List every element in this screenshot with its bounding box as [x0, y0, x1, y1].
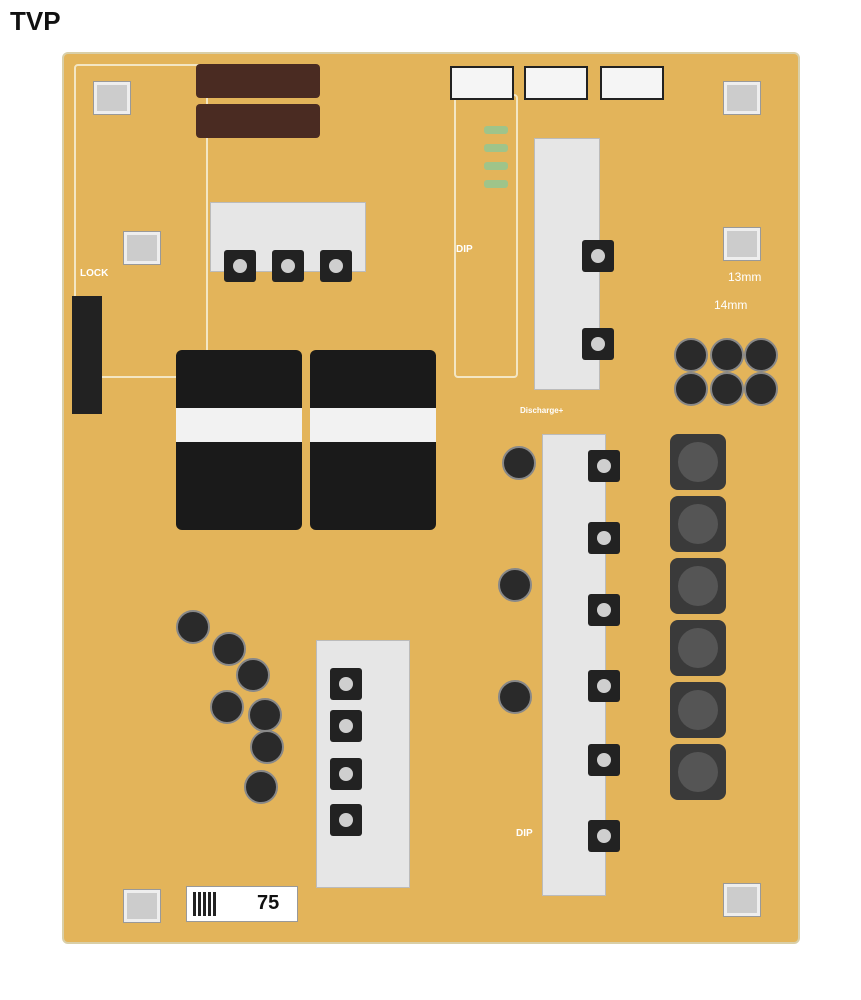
capacitor: [210, 690, 244, 724]
transistor: [588, 670, 620, 702]
inductor: [670, 434, 726, 490]
qr-code: [193, 892, 217, 916]
mounting-hole: [124, 890, 160, 922]
transistor: [330, 710, 362, 742]
silkscreen-discharge: Discharge+: [520, 406, 564, 415]
watermark-logo: TVP: [10, 6, 61, 36]
transistor: [582, 240, 614, 272]
silkscreen-14mm: 14mm: [714, 298, 748, 312]
capacitor: [244, 770, 278, 804]
transformer: [176, 350, 302, 530]
film-capacitor: [196, 64, 320, 98]
capacitor: [674, 338, 708, 372]
transistor: [330, 668, 362, 700]
transistor: [582, 328, 614, 360]
mounting-hole: [724, 228, 760, 260]
capacitor: [744, 338, 778, 372]
inductor: [670, 682, 726, 738]
connector: [524, 66, 588, 100]
capacitor: [236, 658, 270, 692]
silkscreen-13mm: 13mm: [728, 270, 762, 284]
mounting-hole: [724, 884, 760, 916]
inductor: [670, 558, 726, 614]
capacitor: [498, 568, 532, 602]
capacitor: [710, 372, 744, 406]
capacitor: [248, 698, 282, 732]
capacitor: [250, 730, 284, 764]
capacitor: [498, 680, 532, 714]
capacitor: [744, 372, 778, 406]
transistor: [588, 594, 620, 626]
part-label-sticker: 75: [186, 886, 298, 922]
transistor: [330, 758, 362, 790]
capacitor: [674, 372, 708, 406]
transistor: [330, 804, 362, 836]
transistor: [320, 250, 352, 282]
silkscreen-lock: LOCK: [80, 268, 109, 279]
inductor: [670, 496, 726, 552]
transistor: [272, 250, 304, 282]
transformer: [310, 350, 436, 530]
transistor: [588, 522, 620, 554]
resistor: [484, 180, 508, 188]
heatsink: [542, 434, 606, 896]
connector: [600, 66, 664, 100]
silkscreen-dip: DIP: [516, 828, 533, 839]
resistor: [484, 126, 508, 134]
transistor: [588, 820, 620, 852]
resistor: [484, 162, 508, 170]
silkscreen-outline: [74, 64, 208, 378]
inductor: [670, 744, 726, 800]
capacitor: [502, 446, 536, 480]
label-number: 75: [257, 892, 280, 914]
transistor: [588, 450, 620, 482]
inductor: [670, 620, 726, 676]
capacitor: [710, 338, 744, 372]
film-capacitor: [196, 104, 320, 138]
pcb-board: LOCK DIP DIP 13mm 14mm Discharge+: [62, 52, 800, 944]
connector: [450, 66, 514, 100]
silkscreen-dip: DIP: [456, 244, 473, 255]
capacitor: [176, 610, 210, 644]
mounting-hole: [94, 82, 130, 114]
silkscreen-outline: [454, 94, 518, 378]
transistor: [224, 250, 256, 282]
mounting-hole: [124, 232, 160, 264]
transistor: [588, 744, 620, 776]
capacitor: [212, 632, 246, 666]
resistor: [484, 144, 508, 152]
mounting-hole: [724, 82, 760, 114]
side-connector: [72, 296, 102, 414]
